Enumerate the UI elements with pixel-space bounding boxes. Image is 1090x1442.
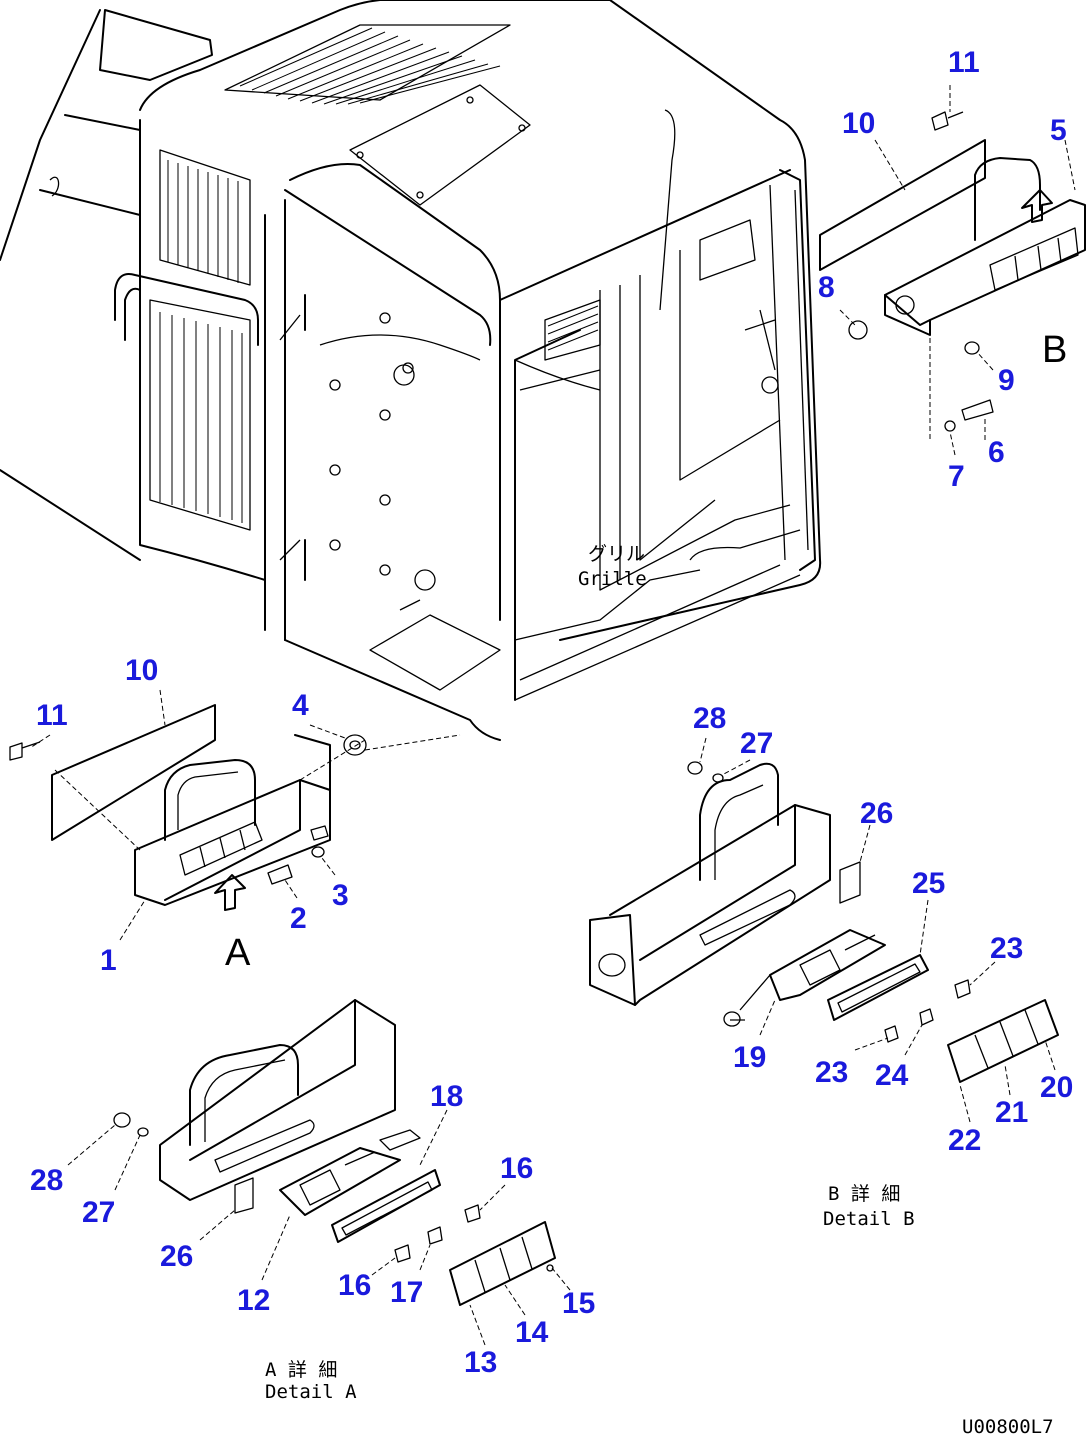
callout-24: 24 [875, 1059, 909, 1092]
callout-11: 11 [948, 46, 980, 79]
view-marker-a: A [225, 932, 251, 974]
callout-1: 1 [100, 944, 117, 977]
callout-22: 22 [948, 1124, 981, 1157]
left-step-box-assembly [9, 704, 367, 911]
detail-a-label-jp: A 詳 細 [265, 1359, 337, 1381]
detail-b-drawing [589, 761, 1059, 1083]
callout-19: 19 [733, 1041, 766, 1074]
detail-b-label-en: Detail B [823, 1208, 915, 1230]
callout-9: 9 [998, 364, 1015, 397]
callout-14: 14 [515, 1316, 549, 1349]
callout-26: 26 [860, 797, 893, 830]
callout-12: 12 [237, 1284, 270, 1317]
callout-11: 11 [36, 699, 68, 732]
grille-label-en: Grille [578, 568, 647, 590]
callout-16: 16 [338, 1269, 371, 1302]
leader-lines [29, 85, 1076, 1346]
callout-4: 4 [292, 689, 309, 722]
callout-26: 26 [160, 1240, 193, 1273]
callout-5: 5 [1050, 114, 1067, 147]
callout-16: 16 [500, 1152, 533, 1185]
callout-13: 13 [464, 1346, 497, 1379]
right-step-box-assembly [819, 111, 1086, 432]
detail-a-drawing [113, 999, 556, 1306]
callout-27: 27 [740, 727, 773, 760]
callout-23: 23 [990, 932, 1023, 965]
detail-b-label-jp: B 詳 細 [828, 1183, 900, 1205]
callout-27: 27 [82, 1196, 115, 1229]
callout-7: 7 [948, 460, 965, 493]
callout-3: 3 [332, 879, 349, 912]
callout-28: 28 [693, 702, 726, 735]
callout-15: 15 [562, 1287, 595, 1320]
callout-2: 2 [290, 902, 307, 935]
callout-17: 17 [390, 1276, 423, 1309]
callout-20: 20 [1040, 1071, 1073, 1104]
callout-28: 28 [30, 1164, 63, 1197]
callout-21: 21 [995, 1096, 1028, 1129]
callout-25: 25 [912, 867, 945, 900]
grille-label-jp: グリル [588, 543, 645, 565]
drawing-id: U00800L7 [962, 1416, 1054, 1438]
view-marker-b: B [1042, 329, 1067, 371]
callout-18: 18 [430, 1080, 463, 1113]
callout-23: 23 [815, 1056, 848, 1089]
callout-numbers: 11 10 5 8 9 6 7 10 11 4 3 2 1 28 27 26 2… [30, 46, 1073, 1379]
callout-10: 10 [842, 107, 875, 140]
detail-a-label-en: Detail A [265, 1381, 357, 1403]
callout-6: 6 [988, 436, 1005, 469]
callout-8: 8 [818, 271, 835, 304]
callout-10: 10 [125, 654, 158, 687]
cab-assembly [0, 0, 822, 741]
